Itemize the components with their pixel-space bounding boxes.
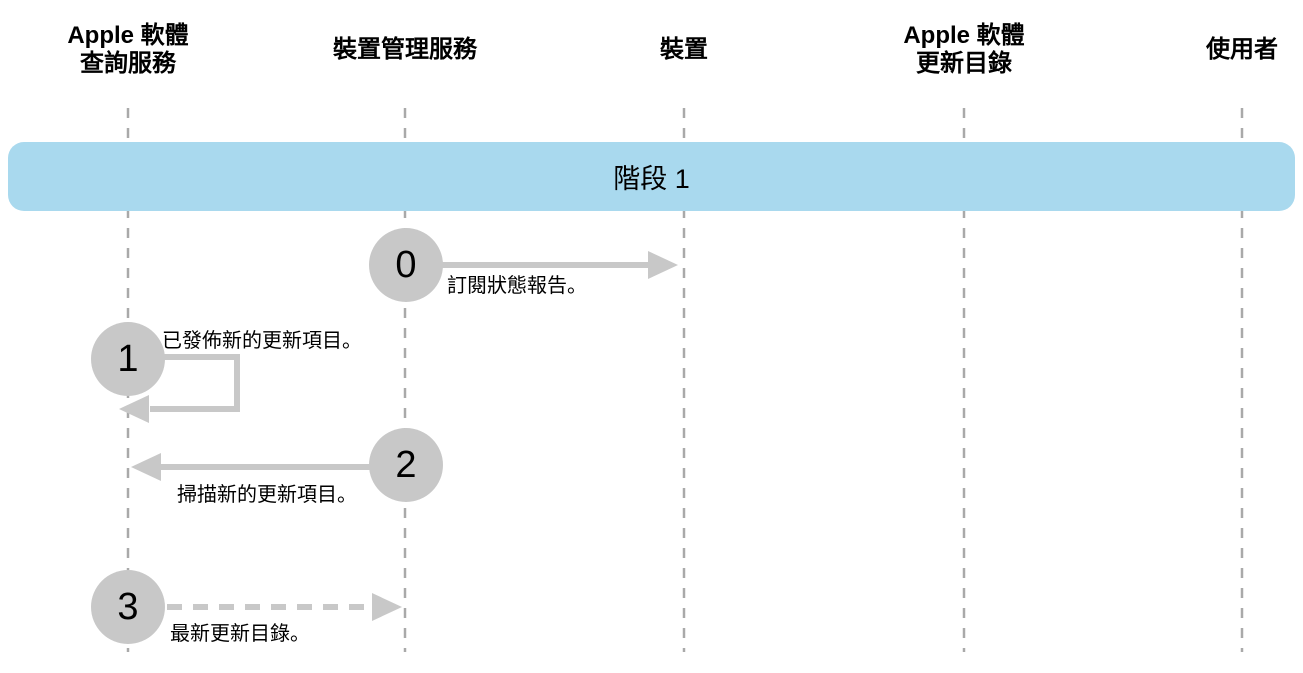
step-3-message-label: 最新更新目錄。 bbox=[170, 623, 310, 645]
step-badge-1-number: 1 bbox=[117, 337, 139, 380]
step-badge-3-number: 3 bbox=[117, 585, 139, 628]
actor-header-device-management-service: 裝置管理服務 bbox=[333, 35, 477, 63]
phase-banner-label: 階段 1 bbox=[613, 164, 690, 194]
step-badge-3: 3 bbox=[91, 570, 165, 644]
phase-banner: 階段 1 bbox=[8, 142, 1295, 211]
actor-header-device: 裝置 bbox=[660, 35, 708, 63]
step-0-arrowhead bbox=[648, 251, 678, 279]
actor-header-apple-lookup-service: Apple 軟體 查詢服務 bbox=[67, 21, 189, 77]
step-badge-2: 2 bbox=[369, 428, 443, 502]
actor-header-user: 使用者 bbox=[1206, 35, 1278, 63]
step-badge-0-number: 0 bbox=[395, 243, 417, 286]
step-badge-0: 0 bbox=[369, 228, 443, 302]
step-2-message-label: 掃描新的更新項目。 bbox=[177, 484, 357, 506]
step-1-arrowhead bbox=[119, 395, 149, 423]
step-0-message-label: 訂閱狀態報告。 bbox=[447, 275, 587, 297]
actor-header-apple-update-catalog: Apple 軟體 更新目錄 bbox=[903, 21, 1025, 77]
step-1-message-label: 已發佈新的更新項目。 bbox=[162, 330, 362, 352]
step-1-loop-line bbox=[128, 354, 240, 412]
step-3-arrowhead bbox=[372, 593, 402, 621]
step-badge-2-number: 2 bbox=[395, 443, 417, 486]
step-badge-1: 1 bbox=[91, 322, 165, 396]
step-2-arrowhead bbox=[131, 453, 161, 481]
